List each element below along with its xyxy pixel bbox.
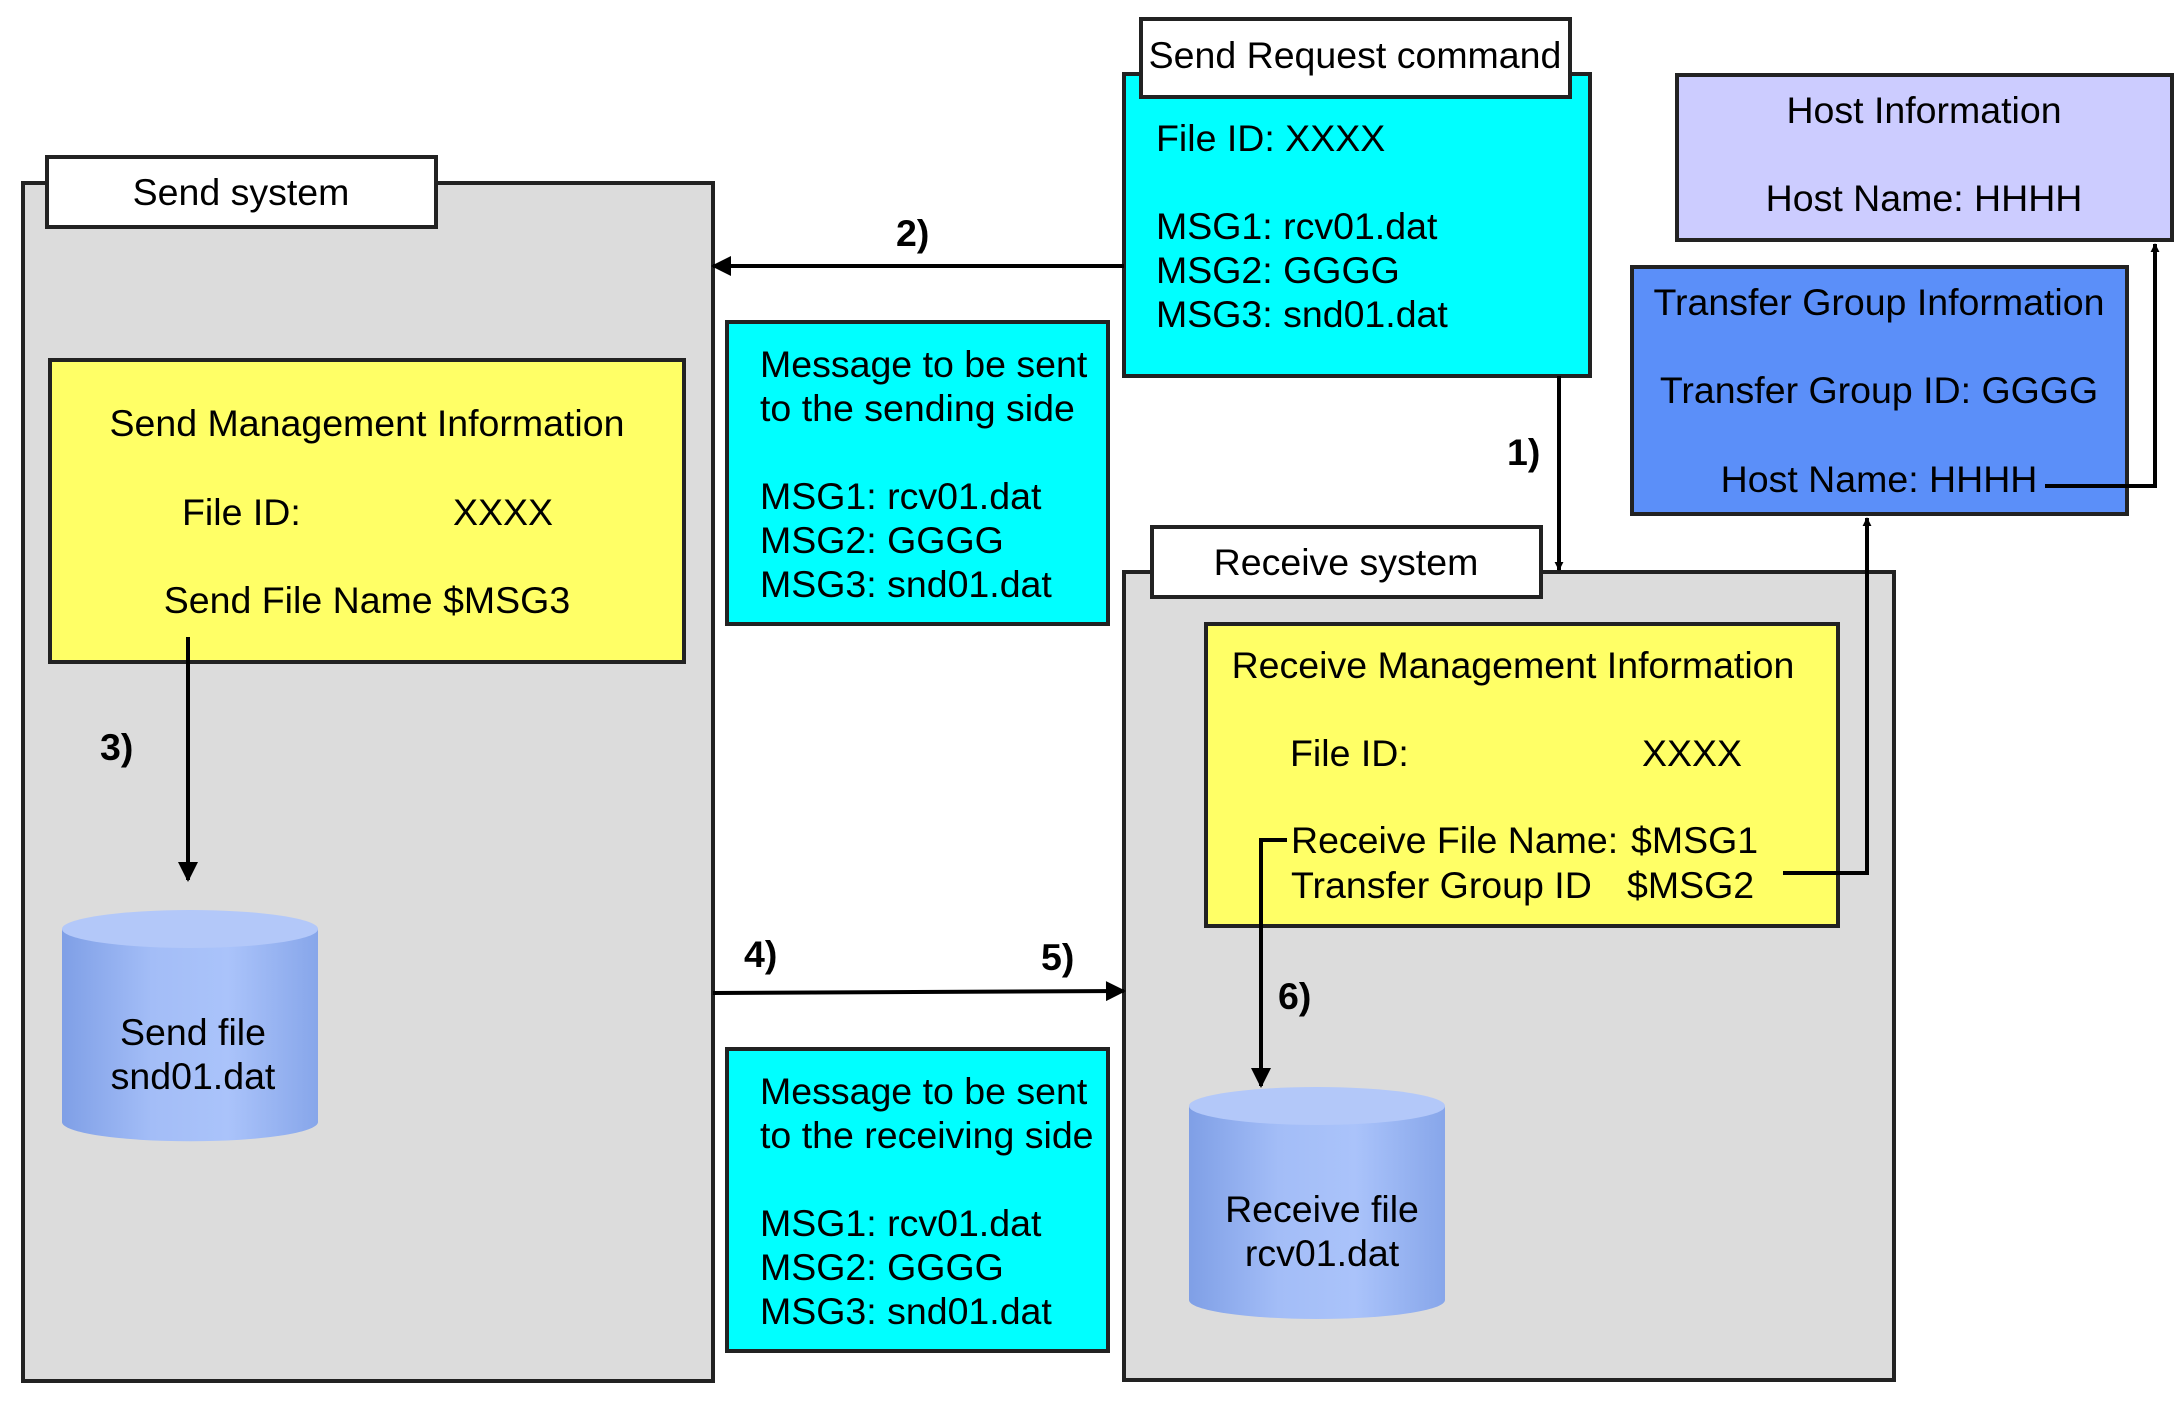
transfer-group-host-name: Host Name: HHHH [1721, 458, 2038, 500]
message-to-receiving-side: Message to be sent to the receiving side… [725, 1047, 1110, 1353]
send-request-file-id: File ID: XXXX [1156, 117, 1385, 159]
transfer-group-id: Transfer Group ID: GGGG [1660, 369, 2098, 411]
transfer-group-box [1630, 265, 2129, 516]
transfer-group-title: Transfer Group Information [1654, 281, 2105, 323]
message-receiving-msg3: MSG3: snd01.dat [760, 1290, 1052, 1332]
step-5-label: 5) [1041, 936, 1074, 978]
transfer-group-value: $MSG2 [1627, 864, 1754, 906]
host-info-box [1675, 73, 2174, 242]
receive-management-title: Receive Management Information [1232, 644, 1795, 686]
send-request-label: Send Request command [1149, 34, 1562, 76]
receive-file-name-value: $MSG1 [1631, 819, 1758, 861]
message-sending-line2: to the sending side [760, 387, 1075, 429]
message-receiving-msg2: MSG2: GGGG [760, 1246, 1004, 1288]
send-file-cylinder [62, 910, 318, 1142]
receive-file-line1: Receive file [1225, 1188, 1419, 1230]
message-receiving-line1: Message to be sent [760, 1070, 1088, 1112]
send-management-title: Send Management Information [110, 402, 625, 444]
connectors [178, 243, 2160, 1088]
arrow-transfer-group-link [1783, 517, 1872, 875]
message-sending-msg3: MSG3: snd01.dat [760, 563, 1052, 605]
message-receiving-line2: to the receiving side [760, 1114, 1094, 1156]
send-file-line1: Send file [120, 1011, 266, 1053]
step-2-label: 2) [896, 212, 929, 254]
send-management-box [48, 358, 686, 664]
receive-file-cylinder [1189, 1087, 1445, 1319]
send-file-id-label: File ID: [182, 491, 301, 533]
step-4-label: 4) [744, 933, 777, 975]
send-request-msg2: MSG2: GGGG [1156, 249, 1400, 291]
receive-management-box [1204, 622, 1840, 928]
receive-system-label-box [1150, 525, 1543, 599]
message-sending-msg2: MSG2: GGGG [760, 519, 1004, 561]
send-system: Send system Send Management Information … [21, 155, 715, 1383]
step-3-label: 3) [100, 726, 133, 768]
arrow-step-4-5 [712, 981, 1126, 1002]
receive-system: Receive system Receive Management Inform… [1122, 525, 1896, 1382]
receive-file-line2: rcv01.dat [1245, 1232, 1400, 1274]
transfer-group-label: Transfer Group ID [1291, 864, 1592, 906]
send-file-line2: snd01.dat [111, 1055, 276, 1097]
send-request-label-box [1139, 17, 1572, 99]
host-info-title: Host Information [1786, 89, 2061, 131]
message-receiving-msg1: MSG1: rcv01.dat [760, 1202, 1042, 1244]
arrow-step-6 [1251, 838, 1287, 1088]
send-request-msg1: MSG1: rcv01.dat [1156, 205, 1438, 247]
message-sending-msg1: MSG1: rcv01.dat [760, 475, 1042, 517]
step-1-label: 1) [1507, 431, 1540, 473]
arrow-host-name-link [2045, 243, 2160, 488]
receive-file-name-label: Receive File Name: [1291, 819, 1618, 861]
send-system-label-box [45, 155, 438, 229]
send-file-name: Send File Name $MSG3 [164, 579, 570, 621]
message-sending-box [725, 320, 1110, 626]
message-to-sending-side: Message to be sent to the sending side M… [725, 320, 1110, 626]
receive-file-id-value: XXXX [1642, 732, 1742, 774]
send-request-command: Send Request command File ID: XXXX MSG1:… [1122, 17, 1592, 378]
message-sending-line1: Message to be sent [760, 343, 1088, 385]
send-system-label: Send system [133, 171, 350, 213]
send-file-id-value: XXXX [453, 491, 553, 533]
send-request-msg3: MSG3: snd01.dat [1156, 293, 1448, 335]
message-receiving-box [725, 1047, 1110, 1353]
transfer-group-information: Transfer Group Information Transfer Grou… [1630, 265, 2129, 516]
receive-system-label: Receive system [1214, 541, 1479, 583]
host-info-host-name: Host Name: HHHH [1766, 177, 2083, 219]
step-6-label: 6) [1278, 975, 1311, 1017]
host-information: Host Information Host Name: HHHH [1675, 73, 2174, 242]
receive-file-id-label: File ID: [1290, 732, 1409, 774]
